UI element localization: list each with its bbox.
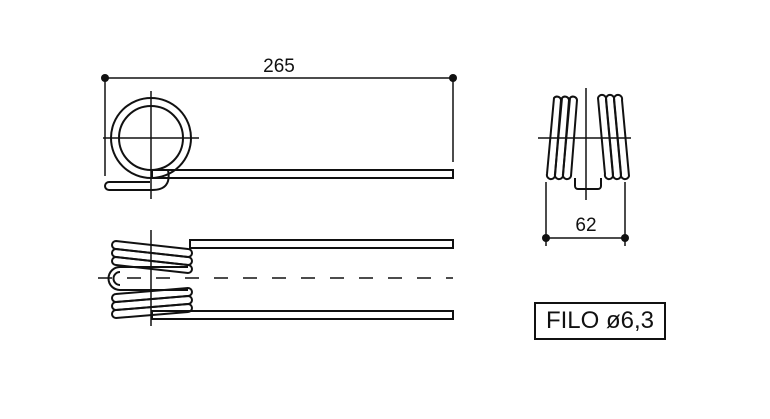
length-dimension-label: 265 (263, 56, 295, 77)
tine-arm (151, 169, 454, 179)
dimension-dot (621, 234, 629, 242)
side-view (98, 230, 454, 326)
upper-coils (111, 239, 193, 275)
center-tab (574, 178, 602, 190)
tine-hook (104, 169, 170, 191)
width-dimension-label: 62 (575, 215, 596, 236)
lower-coils (111, 286, 193, 320)
lower-arm (151, 310, 454, 320)
end-view: 62 (538, 88, 631, 246)
wire-diameter-label: FILO ø6,3 (534, 302, 666, 340)
upper-arm (189, 239, 454, 249)
end-loop (107, 266, 188, 291)
left-coils (545, 95, 579, 181)
right-coils (596, 93, 631, 181)
top-view: 265 (101, 56, 457, 199)
dimension-dot (542, 234, 550, 242)
